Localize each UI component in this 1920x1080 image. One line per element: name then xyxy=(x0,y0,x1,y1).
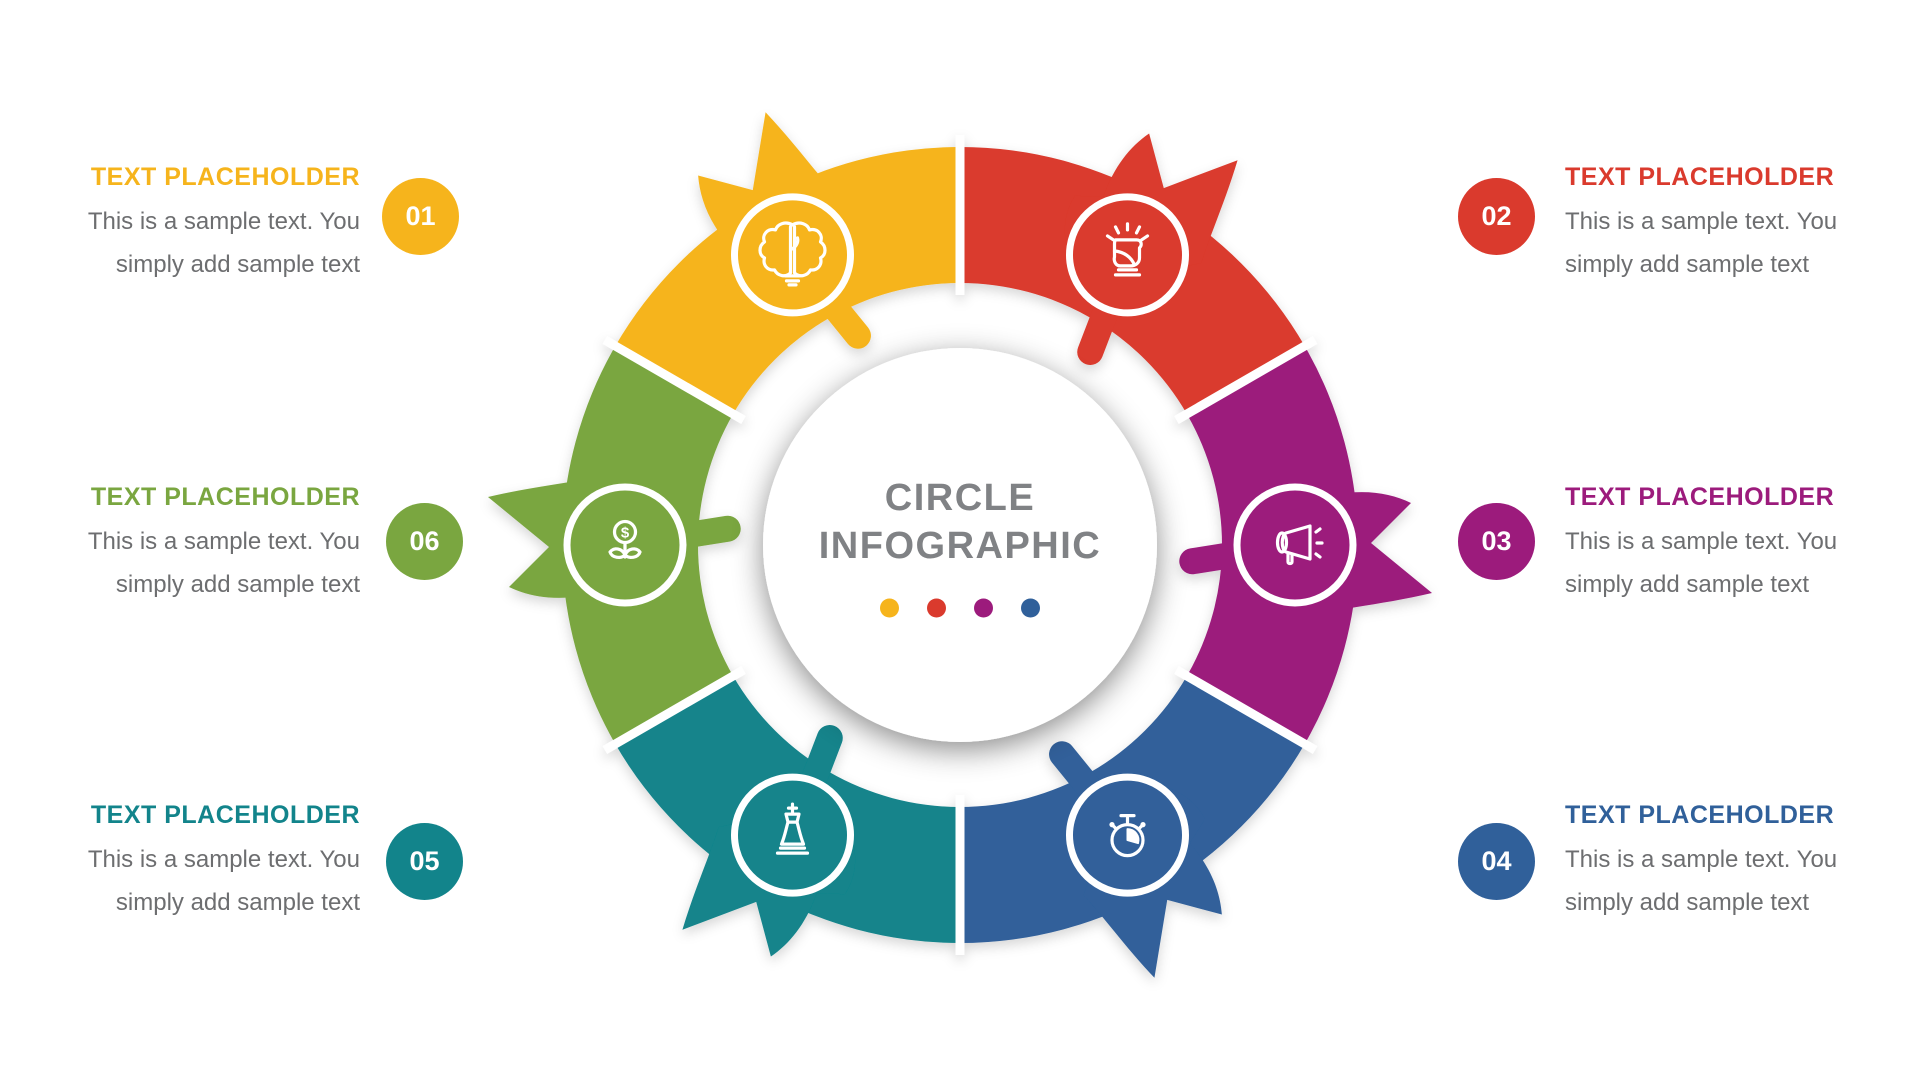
item-block-02: TEXT PLACEHOLDER This is a sample text. … xyxy=(1565,160,1885,286)
item-body: This is a sample text. You simply add sa… xyxy=(1565,208,1838,278)
center-title-line2: INFOGRAPHIC xyxy=(819,525,1102,567)
dot-blue xyxy=(1021,598,1040,618)
item-number: 01 xyxy=(405,201,436,231)
chess-strategy-icon xyxy=(775,802,810,855)
item-block-06: TEXT PLACEHOLDER This is a sample text. … xyxy=(58,480,360,606)
item-number: 06 xyxy=(409,526,440,556)
marker-circle xyxy=(731,193,854,317)
item-number-badge-02: 02 xyxy=(1458,178,1535,255)
marker-04 xyxy=(1049,741,1222,978)
marker-circle xyxy=(731,773,854,897)
marker-05 xyxy=(682,725,856,957)
marker-03 xyxy=(1179,469,1432,613)
item-block-01: TEXT PLACEHOLDER This is a sample text. … xyxy=(58,160,360,286)
item-number: 04 xyxy=(1481,846,1512,876)
marker-circle xyxy=(1233,483,1357,607)
marker-stem xyxy=(1179,542,1245,575)
marker-stem xyxy=(675,515,741,548)
dot-purple xyxy=(974,598,993,618)
marker-stem xyxy=(1077,301,1118,365)
item-number-badge-05: 05 xyxy=(386,823,463,900)
marker-stem xyxy=(1049,741,1101,799)
item-title: TEXT PLACEHOLDER xyxy=(1565,801,1835,829)
dot-yellow xyxy=(880,598,899,618)
brain-creativity-icon xyxy=(758,221,827,287)
marker-stem xyxy=(819,291,871,349)
fist-power-icon xyxy=(1105,222,1150,277)
center-title-line1: CIRCLE xyxy=(885,477,1035,519)
item-title: TEXT PLACEHOLDER xyxy=(90,801,360,829)
marker-02 xyxy=(1064,133,1238,365)
stopwatch-time-icon xyxy=(1109,813,1146,858)
item-body: This is a sample text. You simply add sa… xyxy=(87,846,360,916)
item-block-03: TEXT PLACEHOLDER This is a sample text. … xyxy=(1565,480,1885,606)
item-body: This is a sample text. You simply add sa… xyxy=(87,528,360,598)
item-number: 05 xyxy=(409,846,440,876)
megaphone-promotion-icon xyxy=(1275,524,1324,566)
item-title: TEXT PLACEHOLDER xyxy=(90,163,360,191)
item-number: 03 xyxy=(1481,526,1512,556)
item-number: 02 xyxy=(1481,201,1512,231)
center-dots xyxy=(880,598,1040,618)
item-number-badge-01: 01 xyxy=(382,178,459,255)
marker-01 xyxy=(698,112,871,349)
item-block-05: TEXT PLACEHOLDER This is a sample text. … xyxy=(58,798,360,924)
item-title: TEXT PLACEHOLDER xyxy=(90,483,360,511)
item-number-badge-03: 03 xyxy=(1458,503,1535,580)
item-body: This is a sample text. You simply add sa… xyxy=(87,208,360,278)
item-title: TEXT PLACEHOLDER xyxy=(1565,483,1835,511)
dot-red xyxy=(927,598,946,618)
item-body: This is a sample text. You simply add sa… xyxy=(1565,846,1838,916)
marker-06: $ xyxy=(488,477,741,621)
item-number-badge-06: 06 xyxy=(386,503,463,580)
item-title: TEXT PLACEHOLDER xyxy=(1565,163,1835,191)
item-block-04: TEXT PLACEHOLDER This is a sample text. … xyxy=(1565,798,1885,924)
segment-dividers xyxy=(602,135,1318,955)
center-disc xyxy=(763,348,1157,742)
svg-text:$: $ xyxy=(621,525,630,542)
item-number-badge-04: 04 xyxy=(1458,823,1535,900)
marker-stem xyxy=(802,725,843,789)
item-body: This is a sample text. You simply add sa… xyxy=(1565,528,1838,598)
money-growth-icon: $ xyxy=(608,519,642,559)
